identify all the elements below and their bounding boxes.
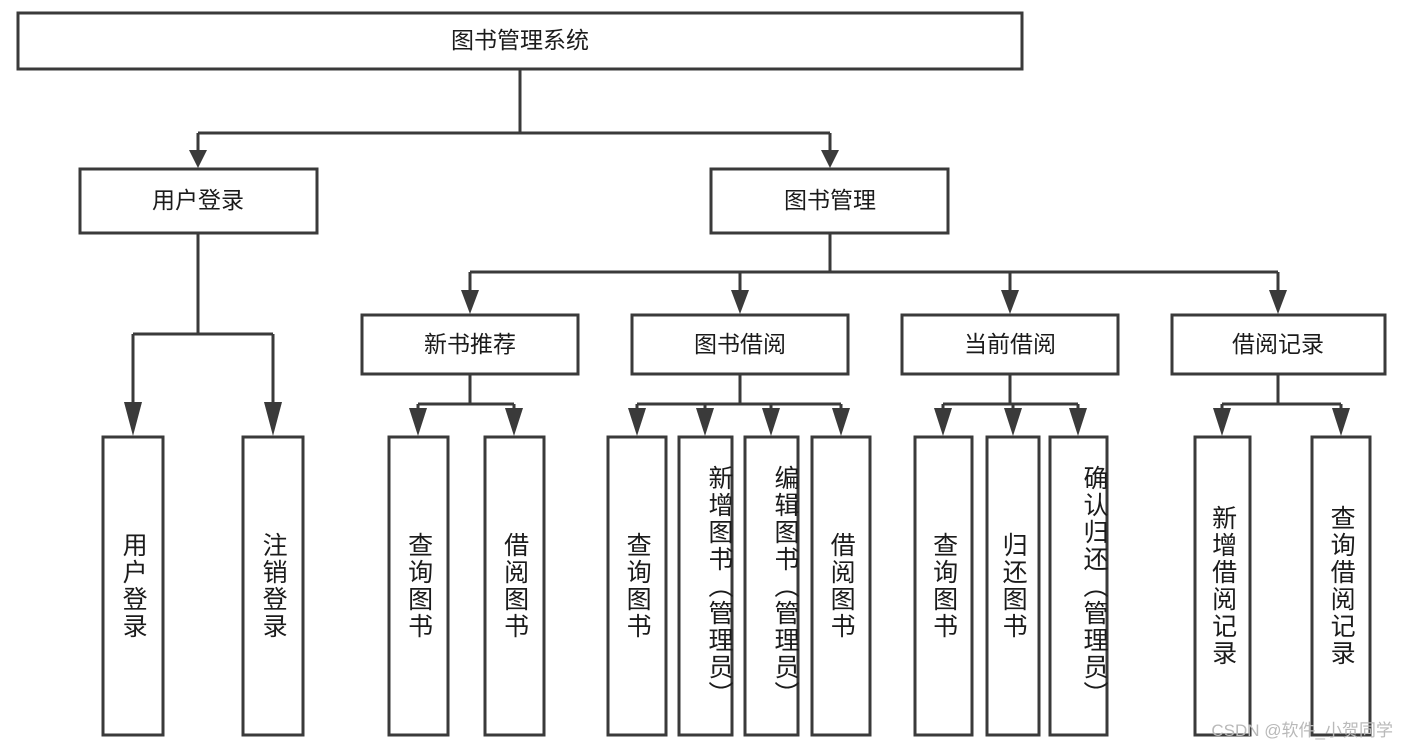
node-new-book-recommend[interactable] [360,313,580,376]
node-user-login-label: 用户登录 [152,187,244,213]
arrow-to-leaf-return-book [1004,408,1022,436]
node-leaf-add-book-admin[interactable] [677,435,734,737]
node-user-login[interactable] [78,167,319,235]
arrow-to-current-borrow [1001,290,1019,314]
arrow-to-leaf-edit-book-admin [762,408,780,436]
node-leaf-add-borrow-record[interactable] [1193,435,1252,737]
arrow-to-leaf-borrow-book-recommend [505,408,523,436]
node-leaf-edit-book-admin[interactable] [743,435,800,737]
arrow-to-leaf-query-book-current [934,408,952,436]
node-book-borrow[interactable] [630,313,850,376]
node-root[interactable] [16,11,1024,71]
node-book-management-label: 图书管理 [784,187,876,213]
arrow-to-leaf-query-book-recommend [409,408,427,436]
arrow-to-borrow-record [1269,290,1287,314]
arrow-to-leaf-user-login [124,402,142,436]
arrow-to-leaf-query-borrow-record [1332,408,1350,436]
node-current-borrow[interactable] [900,313,1120,376]
arrow-to-book-management [821,150,839,168]
node-book-borrow-label: 图书借阅 [694,331,786,357]
arrow-to-leaf-borrow-book [832,408,850,436]
arrow-to-leaf-add-book-admin [696,408,714,436]
node-current-borrow-label: 当前借阅 [964,331,1056,357]
node-leaf-query-borrow-record[interactable] [1310,435,1372,737]
node-borrow-record[interactable] [1170,313,1387,376]
connector-layer [124,69,1350,436]
node-leaf-confirm-return-admin[interactable] [1048,435,1109,737]
node-leaf-return-book[interactable] [985,435,1041,737]
node-leaf-user-login[interactable] [101,435,165,737]
node-leaf-query-book-borrow[interactable] [606,435,668,737]
node-root-label: 图书管理系统 [451,27,589,53]
node-leaf-query-book-current[interactable] [913,435,974,737]
node-new-book-recommend-label: 新书推荐 [424,331,516,357]
node-box-layer: 图书管理系统 用户登录 图书管理 新书推荐 图书借阅 当前借阅 借阅记录 [16,11,1387,737]
node-leaf-query-book-recommend[interactable] [387,435,450,737]
arrow-to-leaf-logout [264,402,282,436]
arrow-to-user-login [189,150,207,168]
node-leaf-logout[interactable] [241,435,305,737]
node-book-management[interactable] [709,167,950,235]
arrow-to-leaf-add-borrow-record [1213,408,1231,436]
arrow-to-leaf-query-book-borrow [628,408,646,436]
arrow-to-leaf-confirm-return-admin [1069,408,1087,436]
watermark-text: CSDN @软件_小贺同学 [1211,721,1393,740]
arrow-to-book-borrow [731,290,749,314]
node-borrow-record-label: 借阅记录 [1232,331,1324,357]
arrow-to-new-book-recommend [461,290,479,314]
node-leaf-borrow-book[interactable] [810,435,872,737]
node-leaf-borrow-book-recommend[interactable] [483,435,546,737]
